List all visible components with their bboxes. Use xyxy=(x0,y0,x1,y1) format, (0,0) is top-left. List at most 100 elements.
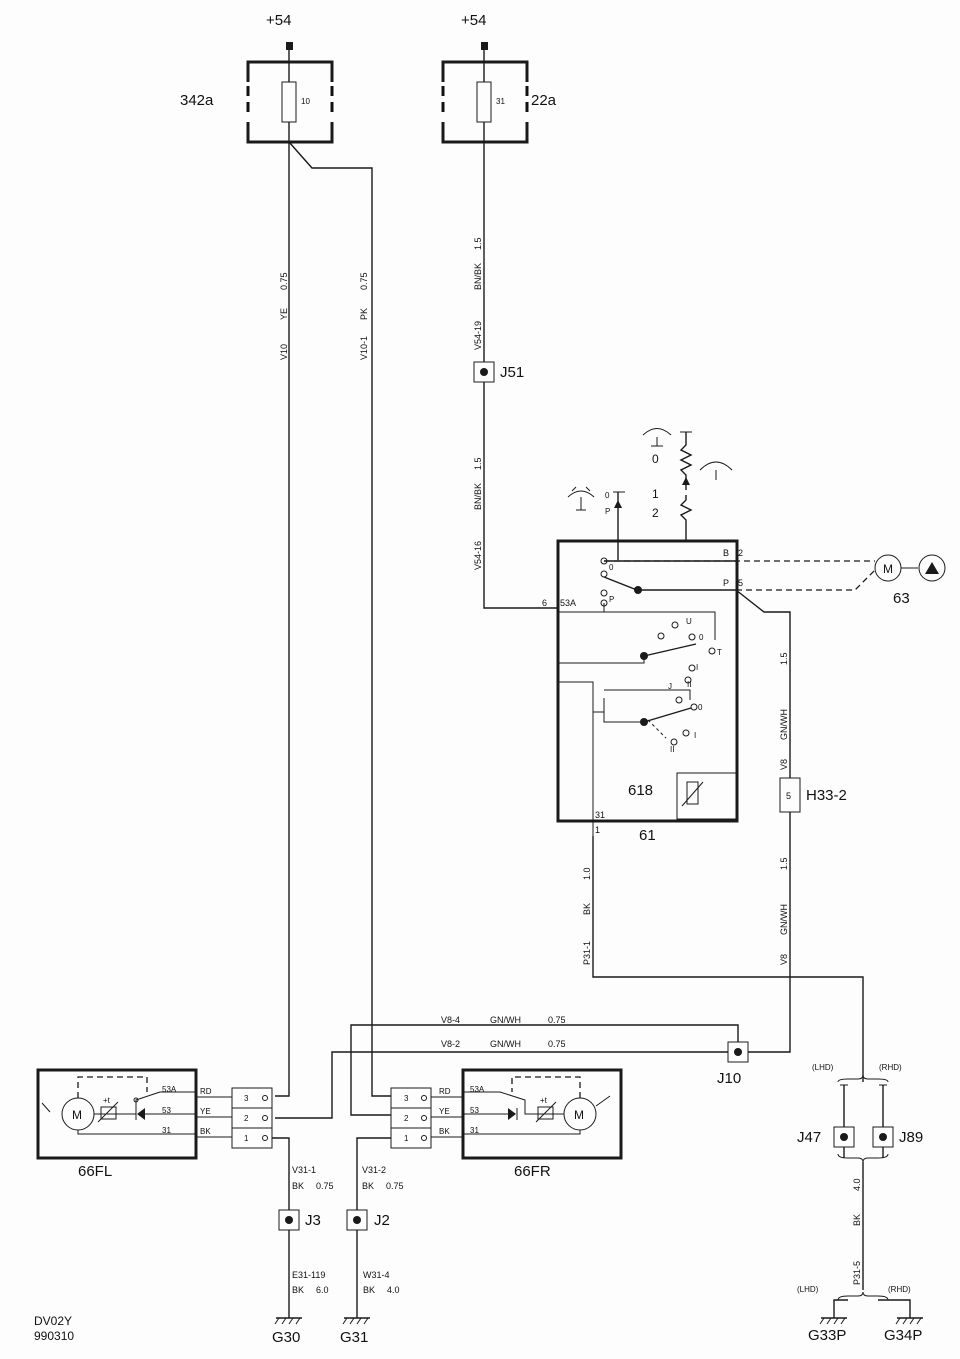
wiper-motor-66fr: M +t 53A 53 31 66FR xyxy=(461,1068,623,1180)
svg-text:BN/BK: BN/BK xyxy=(473,483,483,510)
svg-text:6.0: 6.0 xyxy=(316,1285,329,1295)
junction-j2-label: J2 xyxy=(374,1212,390,1229)
svg-text:YE: YE xyxy=(279,308,289,320)
svg-text:0.75: 0.75 xyxy=(548,1015,566,1025)
wire-w31-4: W31-4 BK 4.0 xyxy=(356,1230,400,1318)
svg-text:P: P xyxy=(723,578,729,588)
connector-h33-2-label: H33-2 xyxy=(806,787,847,804)
svg-text:1.5: 1.5 xyxy=(779,652,789,665)
svg-text:0: 0 xyxy=(605,491,610,500)
switch-name-label: 61 xyxy=(639,827,656,844)
svg-text:53: 53 xyxy=(162,1106,171,1115)
washer-icon xyxy=(567,486,595,511)
junction-j10-label: J10 xyxy=(717,1070,741,1087)
ground-g33p-label: G33P xyxy=(808,1327,846,1344)
svg-text:V54-19: V54-19 xyxy=(473,321,483,350)
svg-text:I: I xyxy=(696,663,698,672)
fuse-element xyxy=(281,81,297,123)
svg-text:II: II xyxy=(670,745,674,754)
junction-j3-label: J3 xyxy=(305,1212,321,1229)
svg-text:P: P xyxy=(609,595,614,604)
svg-text:1: 1 xyxy=(244,1134,249,1143)
pump-motor-63: M 63 xyxy=(604,554,946,607)
fuse-22a: 31 22a xyxy=(440,60,557,144)
fuse-342a-rating: 10 xyxy=(301,97,310,106)
svg-text:2: 2 xyxy=(244,1114,249,1123)
svg-text:53: 53 xyxy=(470,1106,479,1115)
fuse-22a-label: 22a xyxy=(531,92,557,109)
wire-v54-19: V54-19 BN/BK 1.5 xyxy=(473,142,485,362)
wire-v8-upper: V8 GN/WH 1.5 xyxy=(735,589,791,778)
svg-text:5: 5 xyxy=(786,791,791,801)
fuse-342a-label: 342a xyxy=(180,92,214,109)
wiper-icon-2 xyxy=(699,461,733,480)
svg-text:1.5: 1.5 xyxy=(779,857,789,870)
supply-left: +54 xyxy=(266,12,293,62)
svg-text:RD: RD xyxy=(439,1087,451,1096)
svg-text:0.75: 0.75 xyxy=(359,272,369,290)
svg-text:V8-2: V8-2 xyxy=(441,1039,460,1049)
svg-text:0.75: 0.75 xyxy=(548,1039,566,1049)
svg-text:YE: YE xyxy=(200,1107,211,1116)
junction-j2: J2 xyxy=(346,1209,390,1231)
ground-g34p-label: G34P xyxy=(884,1327,922,1344)
svg-text:T: T xyxy=(717,648,722,657)
svg-text:U: U xyxy=(686,617,692,626)
svg-text:V54-16: V54-16 xyxy=(473,541,483,570)
svg-text:2: 2 xyxy=(738,548,743,558)
svg-text:31: 31 xyxy=(162,1126,171,1135)
ground-variants: (LHD) (RHD) xyxy=(812,1063,902,1127)
ground-g31-label: G31 xyxy=(340,1329,368,1346)
junction-j51-label: J51 xyxy=(500,364,524,381)
svg-text:M: M xyxy=(72,1108,82,1122)
wire-v8-2: V8-2 GN/WH 0.75 xyxy=(275,1039,728,1119)
junction-j89-label: J89 xyxy=(899,1129,923,1146)
supply-right-label: +54 xyxy=(461,12,486,29)
svg-text:RD: RD xyxy=(200,1087,212,1096)
svg-text:31: 31 xyxy=(595,810,605,820)
svg-text:0: 0 xyxy=(699,633,704,642)
wiper-icon xyxy=(642,428,672,447)
svg-text:BK: BK xyxy=(292,1181,304,1191)
svg-text:V8: V8 xyxy=(779,759,789,770)
svg-text:E31-119: E31-119 xyxy=(292,1270,325,1280)
fuse-342a: 10 342a xyxy=(180,60,335,144)
diagram-date: 990310 xyxy=(34,1329,74,1343)
svg-text:BK: BK xyxy=(292,1285,304,1295)
svg-text:BK: BK xyxy=(200,1127,211,1136)
connector-h33-2: 5 H33-2 xyxy=(779,777,847,813)
svg-text:W31-4: W31-4 xyxy=(363,1270,390,1280)
svg-text:BK: BK xyxy=(852,1214,862,1226)
wire-p31-5: BK 4.0 P31-5 (LHD) (RHD) xyxy=(797,1147,911,1318)
junction-j47: J47 xyxy=(797,1126,855,1148)
junction-j51: J51 xyxy=(473,361,524,383)
svg-text:5: 5 xyxy=(738,578,743,588)
svg-text:GN/WH: GN/WH xyxy=(779,709,789,740)
svg-text:(LHD): (LHD) xyxy=(797,1285,819,1294)
svg-text:2: 2 xyxy=(652,506,659,520)
svg-text:BK: BK xyxy=(362,1181,374,1191)
svg-text:1: 1 xyxy=(404,1134,409,1143)
svg-text:YE: YE xyxy=(439,1107,450,1116)
junction-j10: J10 xyxy=(717,1041,749,1087)
wire-v10: V10 YE 0.75 xyxy=(275,142,290,1097)
svg-text:(RHD): (RHD) xyxy=(879,1063,902,1072)
svg-text:P31-1: P31-1 xyxy=(582,941,592,965)
svg-text:3: 3 xyxy=(244,1094,249,1103)
wire-e31-119: E31-119 BK 6.0 xyxy=(288,1230,329,1318)
svg-text:V10-1: V10-1 xyxy=(359,336,369,360)
svg-text:53A: 53A xyxy=(470,1085,485,1094)
connector-fr: 3 2 1 RD YE BK xyxy=(390,1087,463,1149)
svg-text:1: 1 xyxy=(595,825,600,835)
svg-text:P: P xyxy=(605,507,610,516)
svg-text:B: B xyxy=(723,548,729,558)
svg-text:0: 0 xyxy=(698,703,703,712)
svg-text:(LHD): (LHD) xyxy=(812,1063,834,1072)
switch-sub-label: 618 xyxy=(628,782,653,799)
motor-66fr-label: 66FR xyxy=(514,1163,551,1180)
svg-text:1: 1 xyxy=(652,487,659,501)
motor-66fl-label: 66FL xyxy=(78,1163,112,1180)
wire-p31-1: P31-1 BK 1.0 xyxy=(582,836,864,1082)
wire-v54-16: V54-16 BN/BK 1.5 xyxy=(473,382,558,609)
svg-text:V8: V8 xyxy=(779,954,789,965)
